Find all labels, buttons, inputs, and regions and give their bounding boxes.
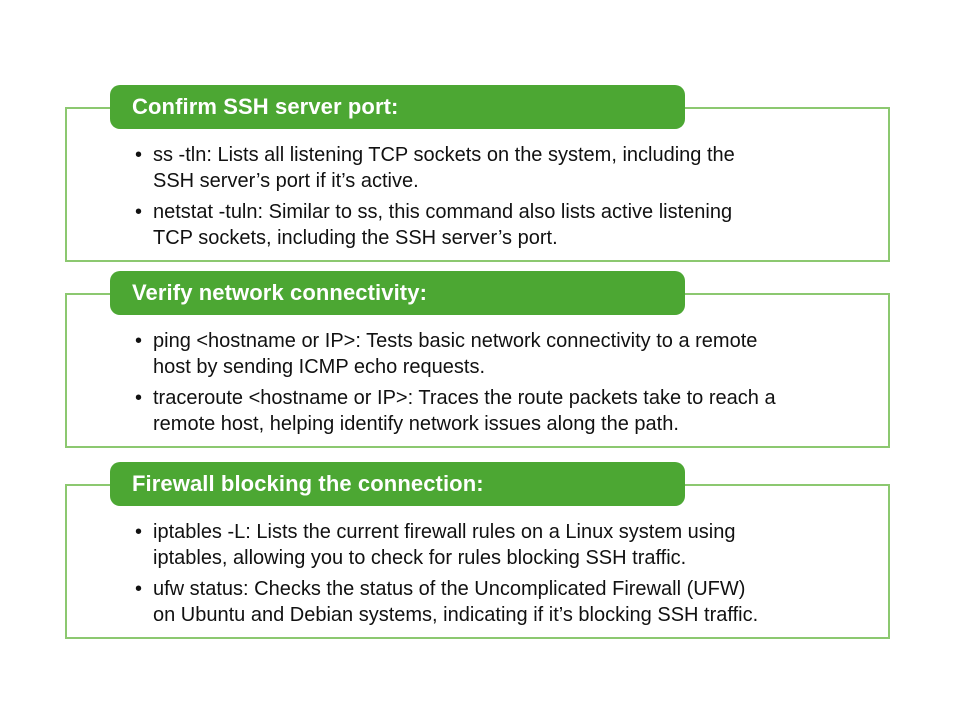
section-header: Verify network connectivity:: [110, 271, 685, 315]
section-header: Firewall blocking the connection:: [110, 462, 685, 506]
bullet-item: traceroute <hostname or IP>: Traces the …: [135, 385, 866, 437]
section-card-firewall: Firewall blocking the connection: iptabl…: [65, 462, 890, 639]
section-title: Firewall blocking the connection:: [132, 471, 484, 496]
section-content: ss -tln: Lists all listening TCP sockets…: [135, 142, 866, 256]
bullet-item: ss -tln: Lists all listening TCP sockets…: [135, 142, 866, 194]
section-title: Confirm SSH server port:: [132, 94, 399, 119]
bullet-item: ping <hostname or IP>: Tests basic netwo…: [135, 328, 866, 380]
bullet-item: netstat -tuln: Similar to ss, this comma…: [135, 199, 866, 251]
section-card-ssh-port: Confirm SSH server port: ss -tln: Lists …: [65, 85, 890, 262]
bullet-list: iptables -L: Lists the current firewall …: [135, 519, 866, 628]
section-card-network-connectivity: Verify network connectivity: ping <hostn…: [65, 271, 890, 448]
section-content: ping <hostname or IP>: Tests basic netwo…: [135, 328, 866, 442]
bullet-list: ss -tln: Lists all listening TCP sockets…: [135, 142, 866, 251]
bullet-item: iptables -L: Lists the current firewall …: [135, 519, 866, 571]
section-content: iptables -L: Lists the current firewall …: [135, 519, 866, 633]
bullet-item: ufw status: Checks the status of the Unc…: [135, 576, 866, 628]
bullet-list: ping <hostname or IP>: Tests basic netwo…: [135, 328, 866, 437]
section-title: Verify network connectivity:: [132, 280, 427, 305]
section-header: Confirm SSH server port:: [110, 85, 685, 129]
